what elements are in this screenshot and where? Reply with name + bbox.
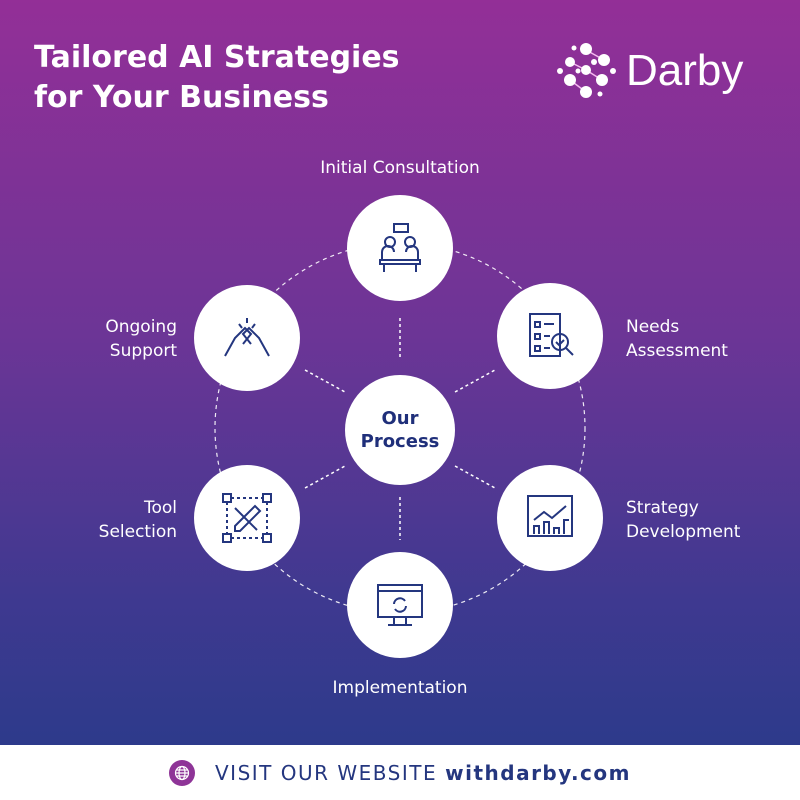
label-line: Selection [98, 522, 177, 542]
logo-text: Darby [626, 46, 744, 95]
title-line-1: Tailored AI Strategies [34, 40, 400, 75]
step-ongoing-support [194, 285, 300, 391]
title-line-2: for Your Business [34, 80, 329, 115]
label-line: Needs [626, 317, 680, 337]
label-implementation: Implementation [332, 678, 468, 698]
molecule-logo-icon [557, 43, 616, 98]
label-line: Support [109, 341, 177, 361]
monitor-refresh-icon [377, 584, 423, 626]
label-line: Ongoing [105, 317, 177, 337]
step-implementation [347, 552, 453, 658]
pencil-ruler-icon [222, 493, 272, 543]
label-line: Strategy [626, 498, 699, 518]
step-needs-assessment [497, 283, 603, 389]
globe-icon [169, 759, 195, 786]
step-tool-selection [194, 465, 300, 571]
website-link[interactable]: withdarby.com [445, 760, 631, 785]
footer-prefix: VISIT OUR WEBSITE [215, 760, 438, 785]
label-line: Assessment [626, 341, 728, 361]
label-line: Development [626, 522, 741, 542]
step-strategy-development [497, 465, 603, 571]
label-initial-consultation: Initial Consultation [320, 158, 480, 178]
chart-icon [527, 495, 573, 537]
hub-line-1: Our [381, 408, 419, 429]
label-line: Tool [143, 498, 177, 518]
footer: VISIT OUR WEBSITE withdarby.com [0, 745, 800, 800]
page-title: Tailored AI Strategies for Your Business [34, 38, 400, 118]
checklist-magnifier-icon [529, 313, 574, 357]
infographic: Tailored AI Strategies for Your Business… [0, 0, 800, 745]
consultation-icon [379, 223, 421, 272]
step-initial-consultation [347, 195, 453, 301]
hub-line-2: Process [360, 431, 440, 452]
darby-logo: Darby [556, 40, 743, 102]
handshake-icon [224, 318, 270, 357]
